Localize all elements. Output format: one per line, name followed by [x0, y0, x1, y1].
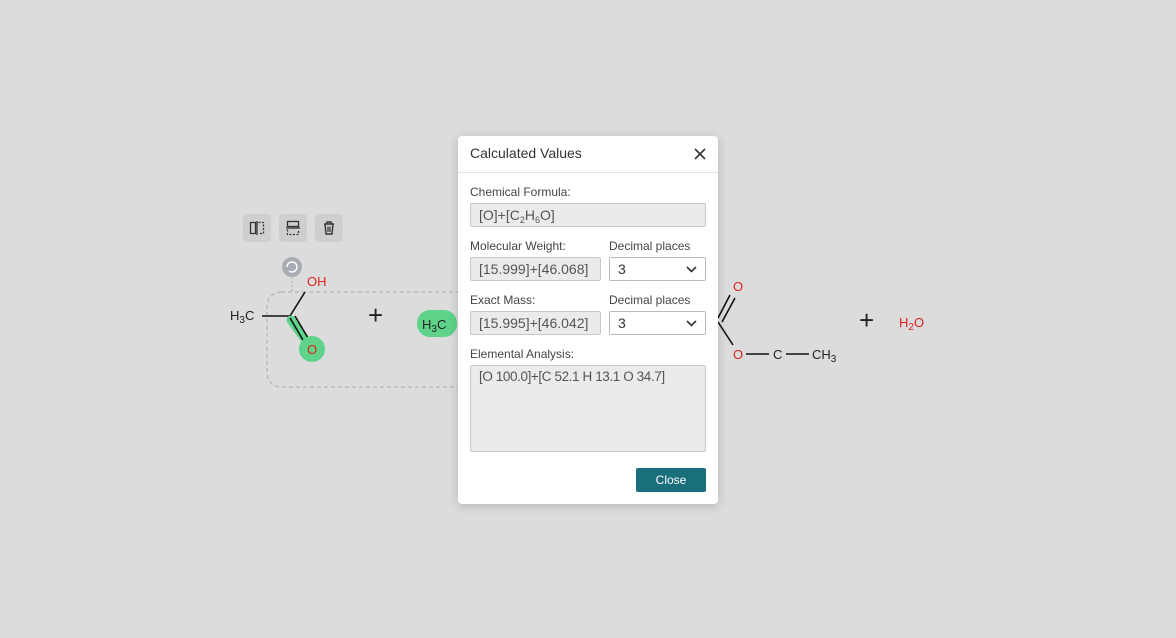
formula-field[interactable]: [O]+[C2H6O] [470, 203, 706, 227]
bond [717, 321, 734, 346]
em-decimal-places-select[interactable]: 3 [609, 311, 706, 335]
flip-vertical-icon [286, 220, 300, 236]
mw-decimal-places-label: Decimal places [609, 239, 691, 253]
double-bond [294, 315, 309, 339]
double-bond [289, 317, 304, 341]
flip-vertical-button[interactable] [279, 214, 307, 242]
exact-mass-field[interactable]: [15.995]+[46.042] [470, 311, 601, 335]
molecular-weight-field[interactable]: [15.999]+[46.068] [470, 257, 601, 281]
formula-label: Chemical Formula: [470, 185, 571, 199]
bond [289, 291, 306, 317]
elemental-analysis-label: Elemental Analysis: [470, 347, 575, 361]
double-bond [717, 294, 731, 319]
rotate-handle[interactable] [282, 257, 302, 277]
em-decimal-value: 3 [618, 315, 626, 331]
em-decimal-places-label: Decimal places [609, 293, 691, 307]
h3c-label: H3C [422, 317, 446, 335]
flip-horizontal-button[interactable] [243, 214, 271, 242]
chevron-down-icon [686, 320, 697, 327]
product-water[interactable]: H2O [899, 315, 924, 333]
dialog-title: Calculated Values [470, 145, 582, 161]
calculated-values-dialog: Calculated Values Chemical Formula: [O]+… [458, 136, 718, 504]
atom-highlight [417, 310, 457, 337]
mw-decimal-places-select[interactable]: 3 [609, 257, 706, 281]
trash-icon [324, 221, 334, 235]
h2o-label: H2O [899, 315, 924, 333]
ch3-label: H3C [230, 308, 254, 326]
molecular-weight-label: Molecular Weight: [470, 239, 566, 253]
oh-label: OH [307, 274, 327, 289]
o-label: O [733, 347, 743, 362]
o-label: O [307, 342, 317, 357]
atom-highlight [299, 336, 325, 362]
reactant-ethanol[interactable]: H3C [417, 310, 457, 337]
plus-sign: + [859, 305, 874, 335]
close-button[interactable]: Close [636, 468, 706, 492]
chevron-down-icon [686, 266, 697, 273]
ch3-label: CH3 [812, 347, 837, 365]
exact-mass-label: Exact Mass: [470, 293, 536, 307]
double-bond [721, 297, 736, 323]
product-ester[interactable]: O O C CH3 [717, 279, 837, 365]
plus-sign: + [368, 300, 383, 330]
o-label: O [733, 279, 743, 294]
elemental-analysis-field[interactable]: [O 100.0]+[C 52.1 H 13.1 O 34.7] [470, 365, 706, 452]
dialog-header: Calculated Values [458, 136, 718, 173]
reactant-acetic-acid[interactable]: H3C O OH [230, 274, 327, 362]
flip-horizontal-icon [249, 221, 265, 235]
c-label: C [773, 347, 782, 362]
delete-button[interactable] [315, 214, 343, 242]
close-icon[interactable] [692, 146, 708, 162]
mw-decimal-value: 3 [618, 261, 626, 277]
